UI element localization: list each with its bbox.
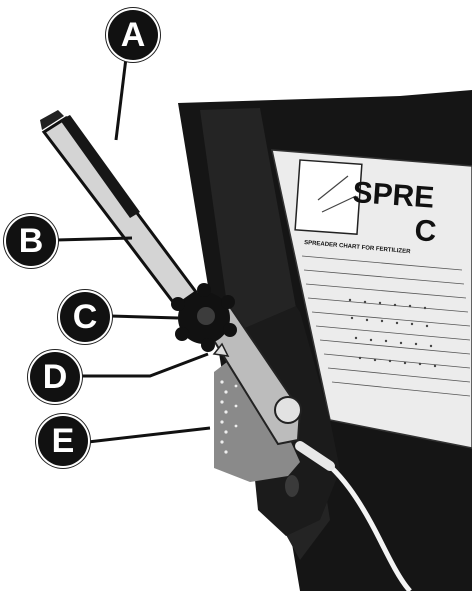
sticker-title-fragment: SPRE [352, 176, 436, 215]
callout-e: E [38, 416, 88, 466]
callout-a: A [108, 10, 158, 60]
lever-handle [44, 118, 196, 306]
sticker-title-fragment-2: C [414, 214, 438, 248]
lever-pivot [275, 397, 301, 423]
callout-d: D [30, 352, 80, 402]
callout-c: C [60, 292, 110, 342]
callout-b: B [6, 216, 56, 266]
bracket-bolt [285, 475, 299, 497]
